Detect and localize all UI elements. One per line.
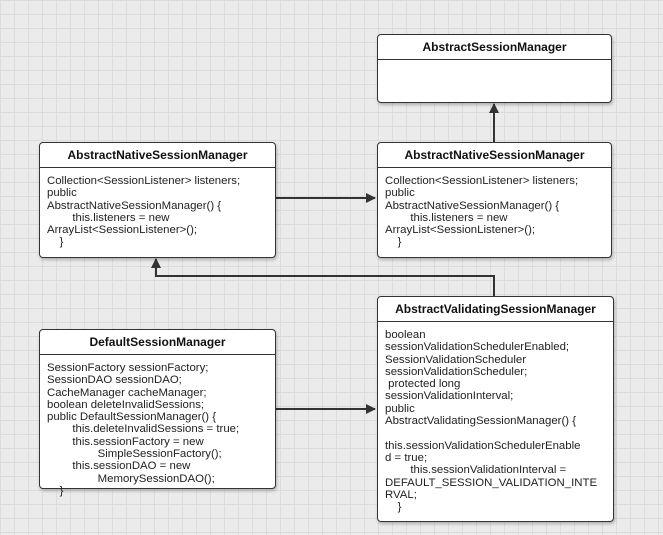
class-body <box>378 60 611 71</box>
class-body: boolean sessionValidationSchedulerEnable… <box>385 329 598 514</box>
class-name: AbstractSessionManager <box>378 35 611 60</box>
class-abstract-validating-session-manager[interactable]: AbstractValidatingSessionManager boolean… <box>377 296 614 522</box>
class-name: AbstractNativeSessionManager <box>378 143 611 168</box>
arrow-validating-to-native-left <box>151 258 495 297</box>
class-body: Collection<SessionListener> listeners; p… <box>47 175 241 249</box>
class-abstract-session-manager[interactable]: AbstractSessionManager <box>377 34 612 103</box>
class-body: Collection<SessionListener> listeners; p… <box>385 175 579 249</box>
class-default-session-manager[interactable]: DefaultSessionManager SessionFactory ses… <box>39 329 276 497</box>
class-name: AbstractValidatingSessionManager <box>378 297 613 322</box>
class-name: AbstractNativeSessionManager <box>40 143 275 168</box>
class-name: DefaultSessionManager <box>40 330 275 355</box>
class-abstract-native-session-manager-right[interactable]: AbstractNativeSessionManager Collection<… <box>377 142 612 258</box>
class-body: SessionFactory sessionFactory; SessionDA… <box>47 362 240 497</box>
class-abstract-native-session-manager-left[interactable]: AbstractNativeSessionManager Collection<… <box>39 142 276 258</box>
